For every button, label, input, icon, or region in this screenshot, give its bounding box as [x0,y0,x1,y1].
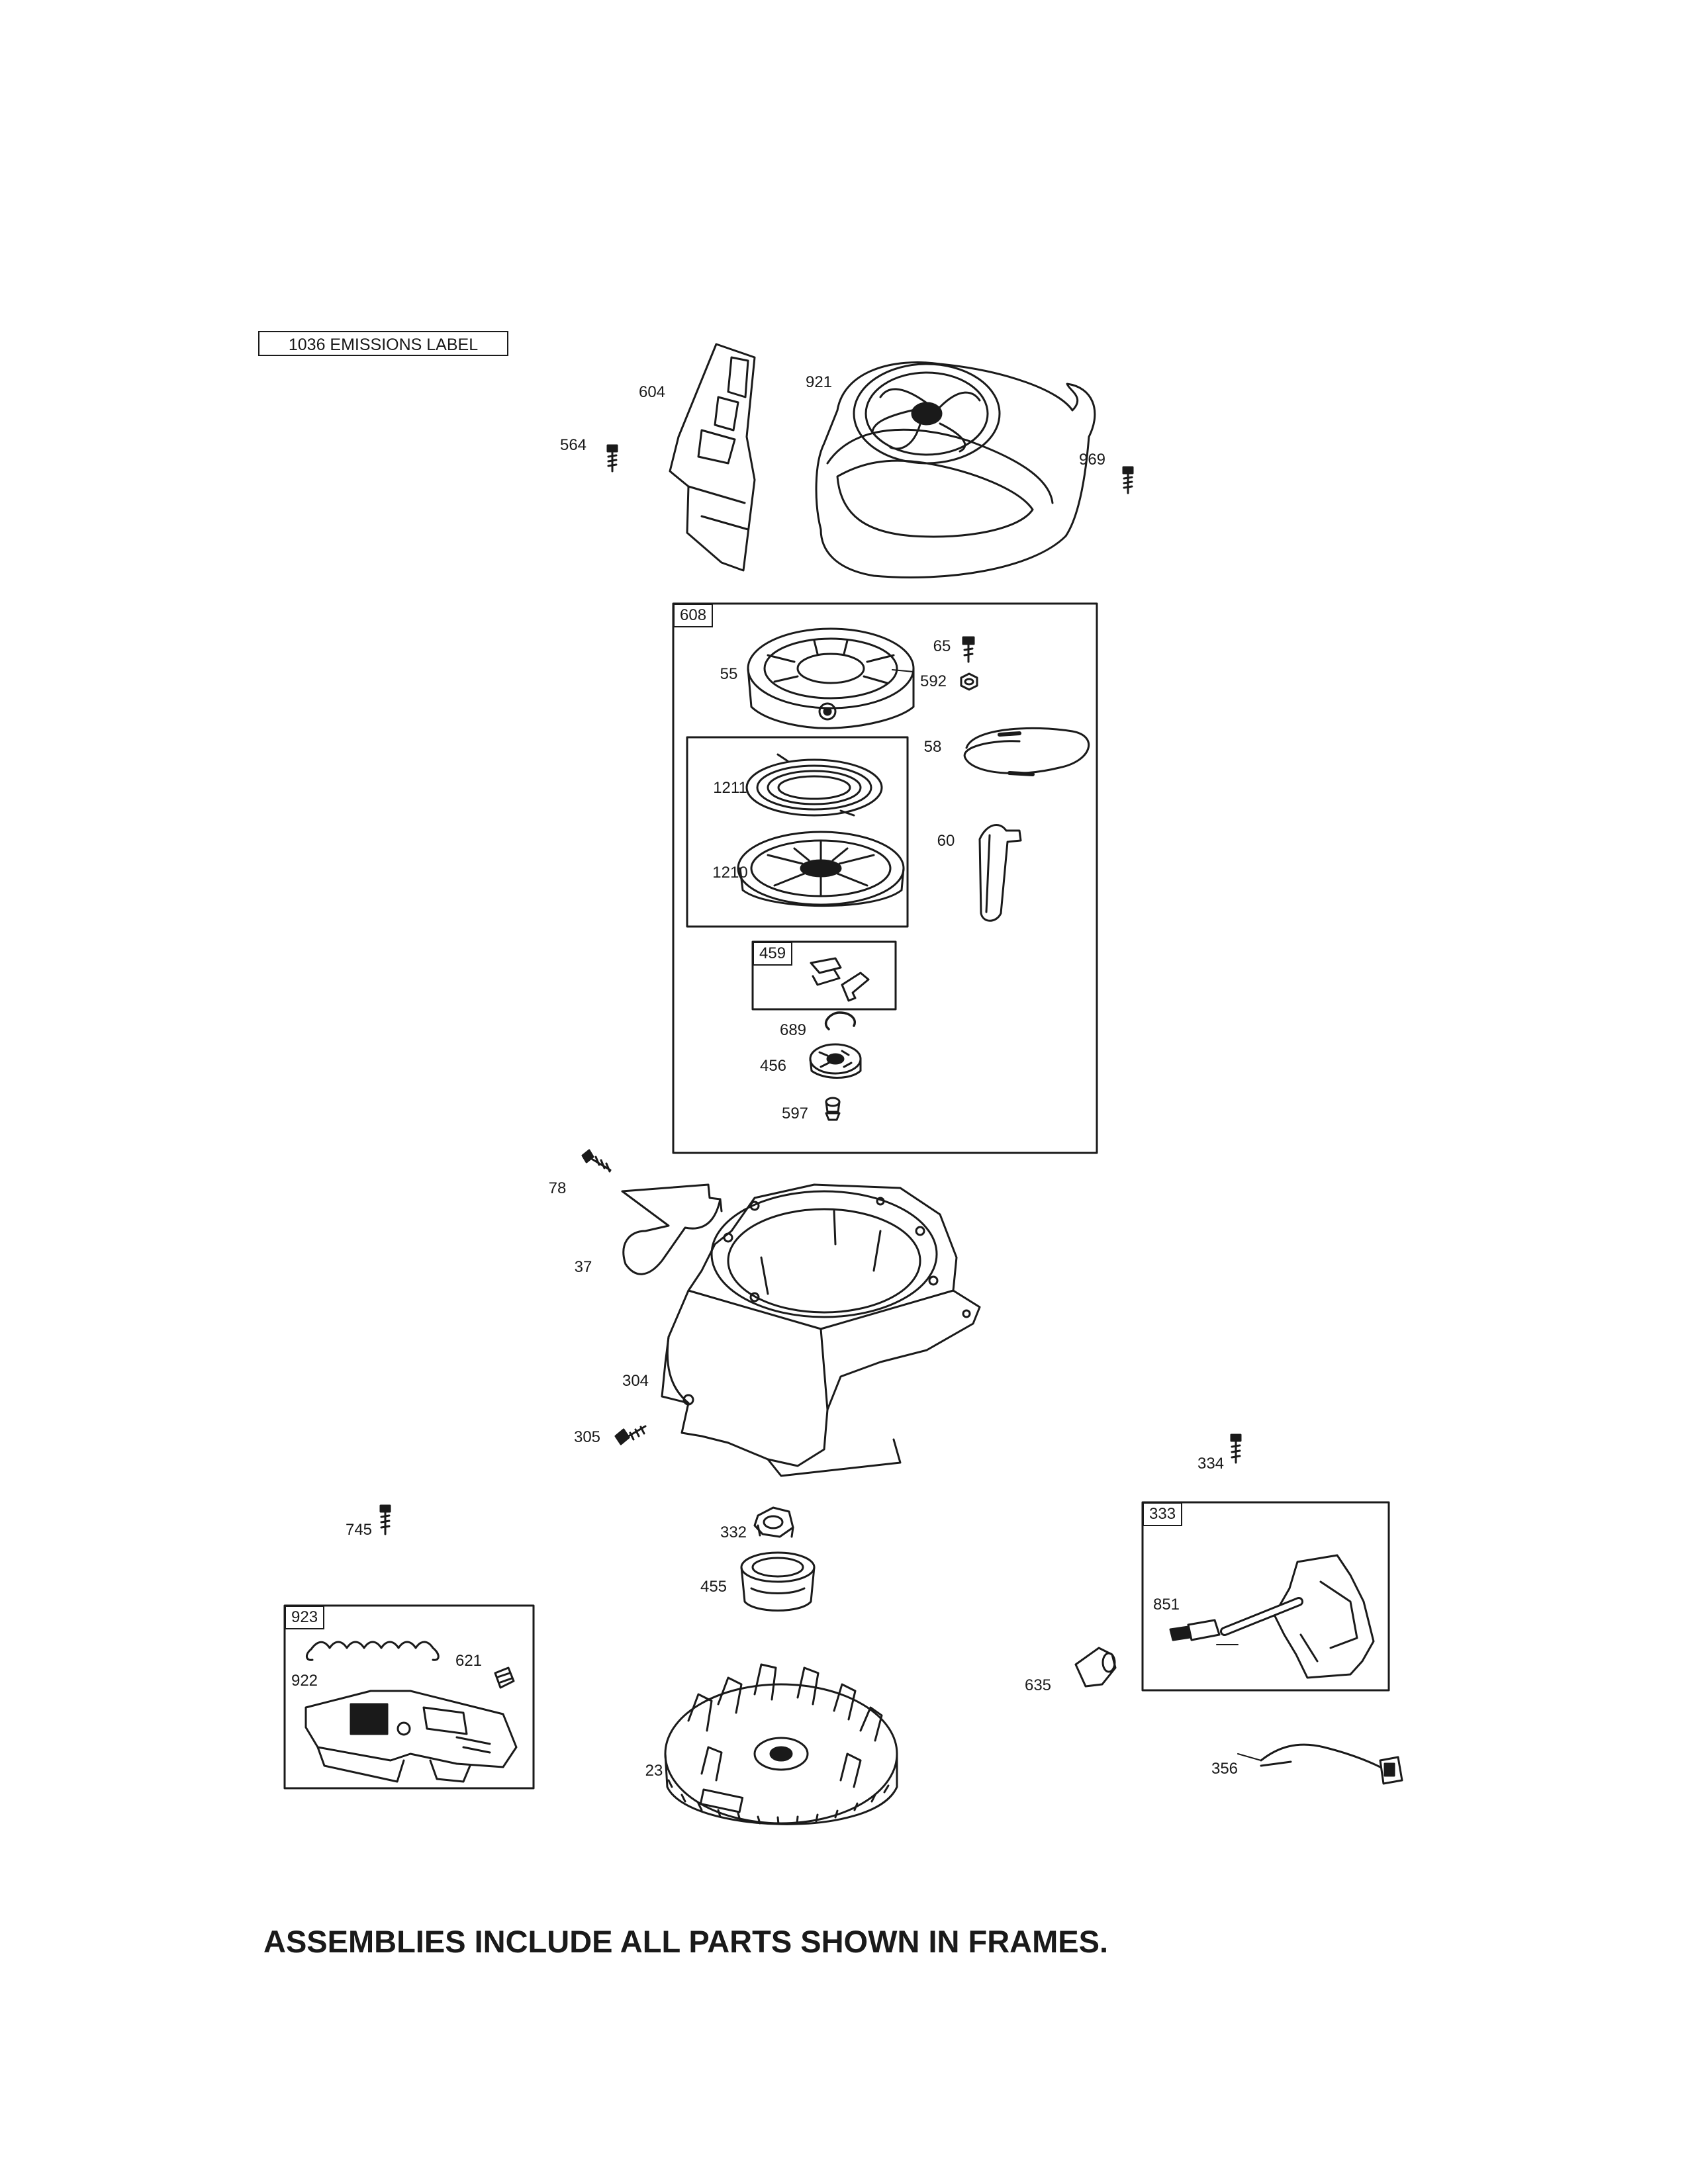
shield-37-drawing [621,1183,723,1275]
clip-621-drawing [494,1666,515,1689]
recoil-spring-1211-drawing [745,753,883,817]
part-number-334: 334 [1197,1455,1225,1473]
part-number-304: 304 [622,1372,649,1390]
part-number-969: 969 [1078,451,1106,469]
part-number-1210: 1210 [712,864,748,882]
part-number-455: 455 [700,1578,727,1596]
frame-tag-923: 923 [285,1606,325,1629]
part-number-23: 23 [645,1762,663,1780]
part-number-37: 37 [574,1258,592,1276]
bolt-305-drawing [614,1425,647,1445]
part-number-592: 592 [919,672,947,690]
armature-851-drawing [1169,1554,1375,1679]
part-number-597: 597 [781,1105,809,1122]
ratchet-456-drawing [809,1043,862,1079]
flywheel-23-drawing [664,1663,898,1825]
frame-tag-459: 459 [753,942,793,966]
assemblies-note: ASSEMBLIES INCLUDE ALL PARTS SHOWN IN FR… [263,1924,1108,1959]
bolt-969-drawing [1122,466,1134,494]
starter-rope-58-drawing [963,727,1090,776]
part-number-745: 745 [345,1521,373,1539]
emissions-label-box: 1036 EMISSIONS LABEL [258,331,508,356]
blower-housing-304-drawing [661,1183,981,1477]
bolt-78-drawing [581,1149,612,1173]
part-number-921: 921 [805,373,833,391]
frame-333-box [1141,1501,1390,1692]
part-number-305: 305 [573,1428,601,1446]
part-number-332: 332 [720,1524,747,1541]
bolt-745-drawing [379,1504,391,1535]
frame-459-box [751,940,897,1011]
part-number-851: 851 [1152,1596,1180,1614]
frame-608-box [672,602,1098,1154]
starter-cup-55-drawing [747,627,915,729]
frame-starter-inner-box [686,736,909,928]
starter-handle-60-drawing [978,823,1022,922]
part-number-55: 55 [720,665,738,683]
part-number-689: 689 [779,1021,807,1039]
bolt-334-drawing [1230,1433,1242,1464]
part-number-635: 635 [1024,1676,1052,1694]
pawls-459-drawing [810,957,870,1002]
part-number-65: 65 [933,637,951,655]
screw-65-drawing [962,636,975,663]
ground-wire-356-drawing [1260,1743,1403,1785]
frame-923-box [283,1604,535,1790]
spring-922-drawing [306,1641,440,1661]
governor-bracket-drawing [305,1690,518,1783]
part-number-922: 922 [291,1672,318,1690]
leader-lines [892,669,1262,1761]
screw-597-drawing [825,1097,841,1121]
baffle-604-drawing [669,343,756,572]
nut-592-drawing [960,672,978,691]
part-number-1211: 1211 [713,779,747,797]
frame-tag-608: 608 [673,604,714,627]
frame-tag-333: 333 [1143,1502,1183,1526]
part-number-604: 604 [638,383,666,401]
nut-332-drawing [753,1506,794,1538]
part-number-456: 456 [759,1057,787,1075]
part-number-60: 60 [937,832,955,850]
part-number-78: 78 [548,1179,567,1197]
part-number-58: 58 [923,738,942,756]
spark-plug-boot-635-drawing [1074,1647,1117,1688]
part-number-356: 356 [1211,1760,1239,1778]
starter-cup-455-drawing [740,1551,816,1612]
pulley-1210-drawing [737,831,905,907]
blower-housing-921-drawing [815,361,1096,578]
part-number-564: 564 [559,436,587,454]
bolt-564-drawing [606,444,618,473]
retainer-689-drawing [824,1011,856,1030]
part-number-621: 621 [455,1652,483,1670]
